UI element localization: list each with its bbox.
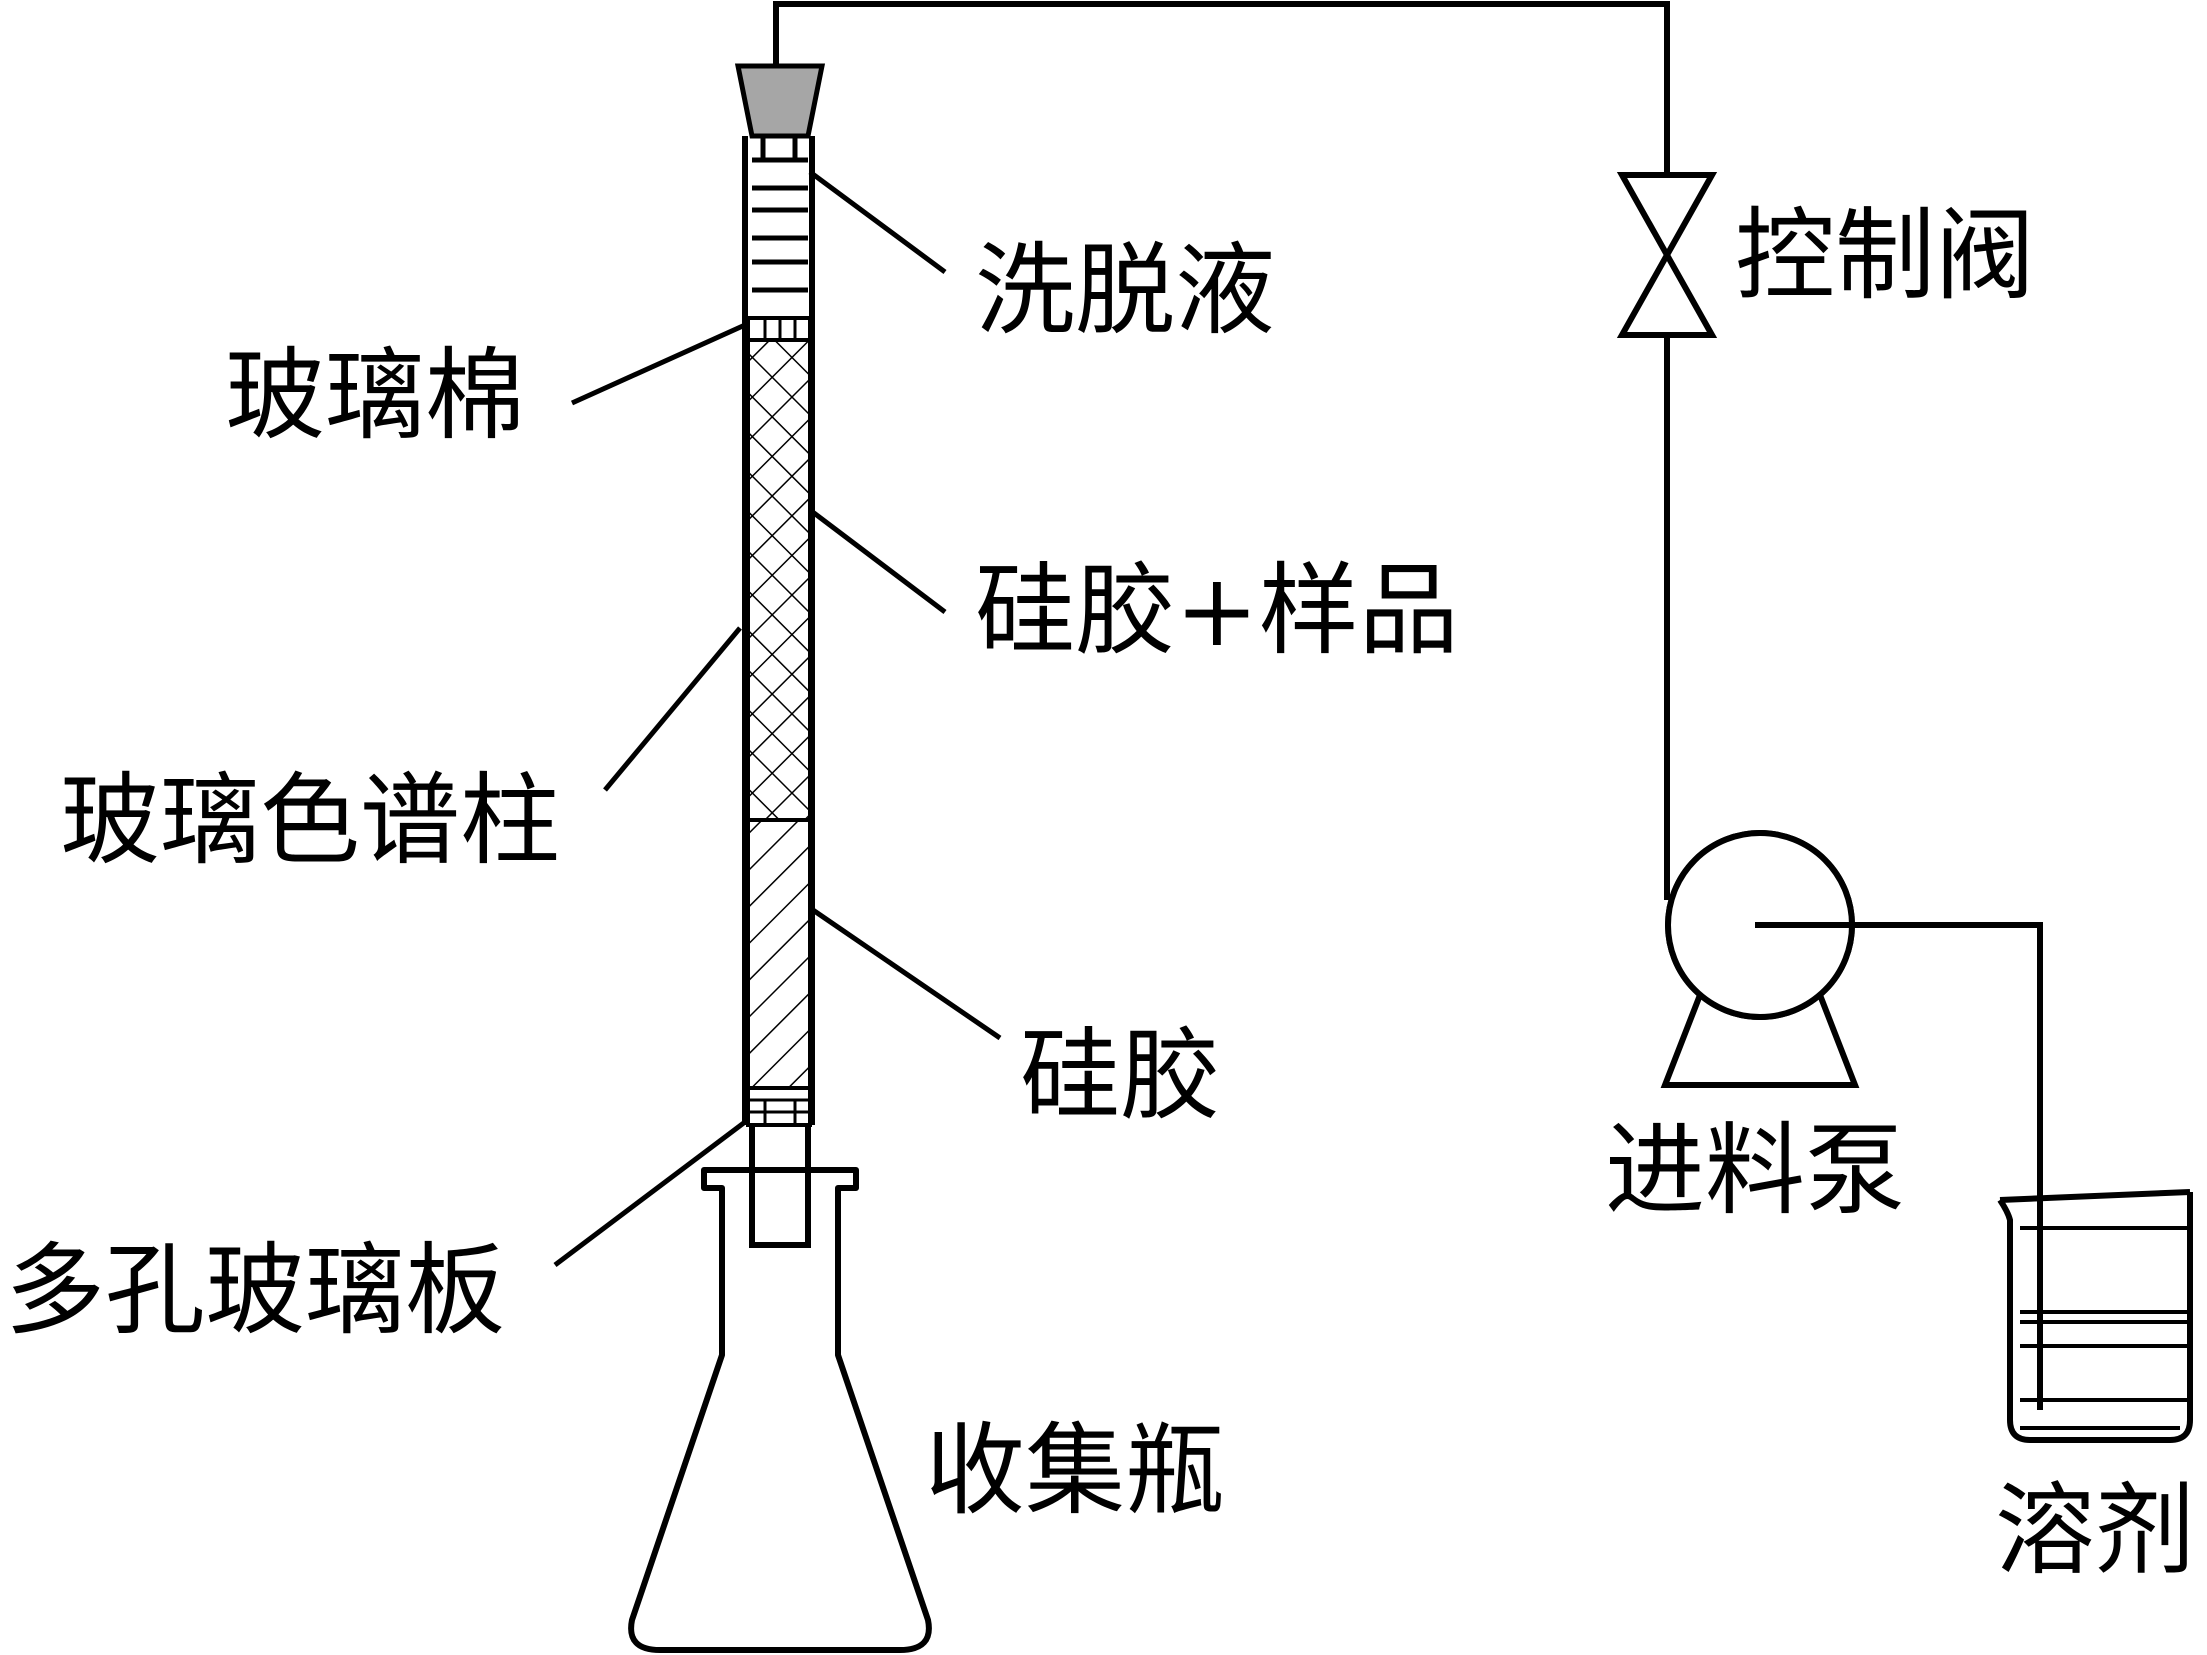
porous-glass-plate	[746, 1086, 812, 1127]
label-silica-sample: 硅胶+样品	[975, 552, 1459, 669]
label-porous-glass-plate: 多孔玻璃板	[5, 1232, 505, 1349]
label-glass-wool: 玻璃棉	[225, 337, 525, 454]
funnel-icon	[734, 63, 826, 139]
label-collection-flask: 收集瓶	[925, 1412, 1225, 1529]
label-control-valve: 控制阀	[1735, 197, 2035, 314]
label-solvent: 溶剂	[1995, 1472, 2195, 1589]
label-eluent: 洗脱液	[975, 232, 1275, 349]
pump-to-solvent-tubing	[1755, 922, 2043, 1410]
collection-flask-icon	[628, 1167, 932, 1653]
glass-column	[742, 136, 815, 1248]
leader-lines	[553, 169, 1002, 1267]
silica-gel-layer	[746, 818, 812, 1090]
control-valve-icon	[1616, 172, 1718, 338]
solvent-beaker-icon	[1997, 1189, 2193, 1443]
label-glass-column: 玻璃色谱柱	[60, 762, 560, 879]
label-silica-gel: 硅胶	[1020, 1017, 1220, 1134]
feed-tubing	[773, 1, 1670, 172]
eluent-bands	[752, 136, 808, 293]
label-feed-pump: 进料泵	[1605, 1112, 1905, 1229]
silica-sample-layer	[746, 338, 812, 822]
